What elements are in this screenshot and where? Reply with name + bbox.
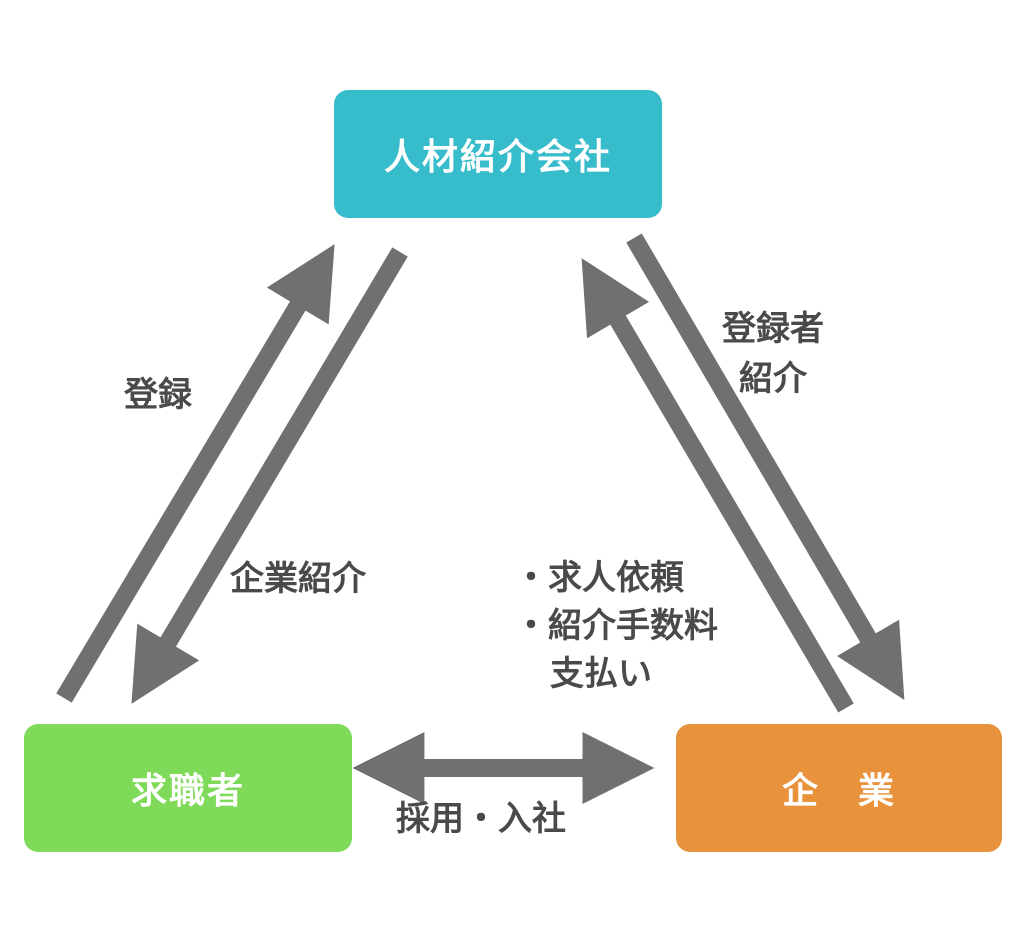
- arrow-company-to-agency: [581, 258, 854, 713]
- label-registrant-introduction-line2: 紹介: [739, 359, 807, 399]
- arrow-agency-to-company: [626, 233, 905, 700]
- node-company-label: 企 業: [781, 771, 896, 812]
- label-company-introduction: 企業紹介: [230, 559, 366, 599]
- label-referral-fee: ・紹介手数料: [514, 606, 718, 646]
- node-company: 企 業: [676, 724, 1002, 852]
- node-job-seeker: 求職者: [24, 724, 352, 852]
- arrow-agency-to-seeker: [131, 247, 408, 704]
- label-hire-join: 採用・入社: [396, 799, 566, 839]
- label-register: 登録: [124, 375, 192, 415]
- arrow-seeker-to-agency: [56, 244, 335, 703]
- label-registrant-introduction-line1: 登録者: [722, 309, 824, 349]
- label-job-request: ・求人依頼: [514, 558, 684, 598]
- node-job-seeker-label: 求職者: [130, 771, 245, 812]
- node-recruitment-agency-label: 人材紹介会社: [383, 137, 612, 178]
- label-job-requests: ・求人依頼 ・紹介手数料 支払い: [514, 554, 718, 698]
- label-payment: 支払い: [550, 654, 652, 694]
- label-registrant-introduction: 登録者 紹介: [722, 304, 824, 404]
- node-recruitment-agency: 人材紹介会社: [334, 90, 662, 218]
